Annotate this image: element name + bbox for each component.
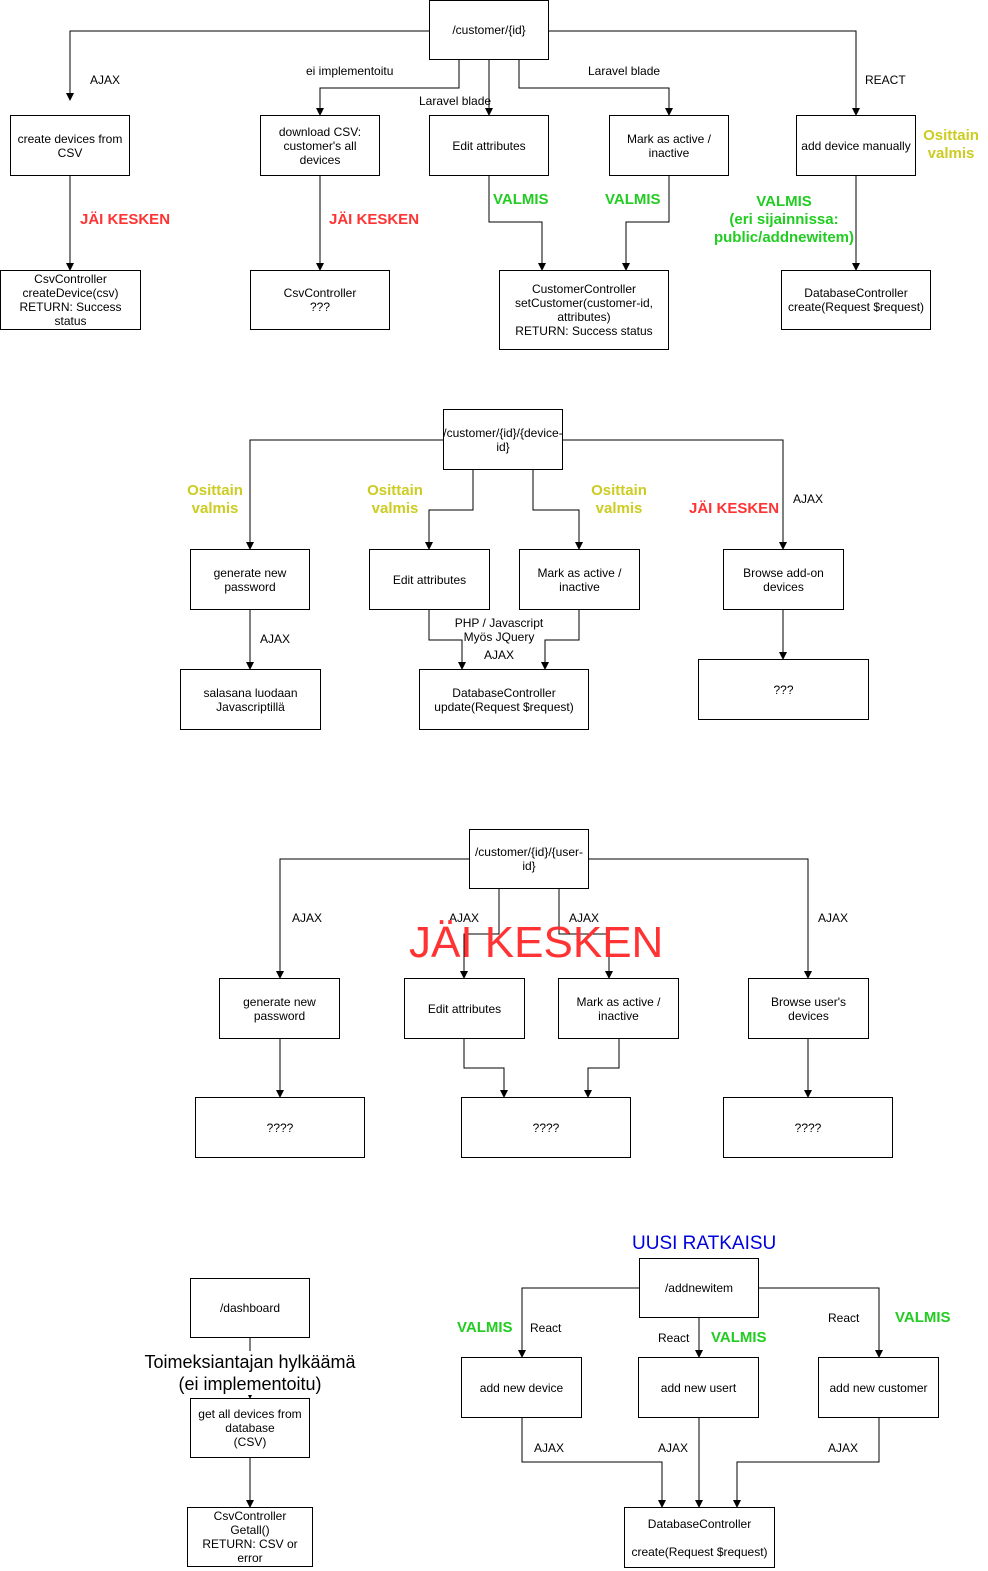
status-add-manual-done: VALMIS (eri sijainnissa: public/addnewit… (713, 193, 854, 246)
status-add-manual-partial: Osittain valmis (923, 127, 979, 162)
edge-edit-db (428, 610, 466, 670)
edge-mark-customer (622, 176, 670, 271)
status-mark-active-2: Osittain valmis (591, 482, 647, 517)
edge-root3-genpw (276, 858, 469, 979)
status-create-csv: JÄI KESKEN (80, 211, 171, 228)
edge-root2-mark (532, 470, 583, 550)
browse-user-devices-node: Browse user's devices (748, 978, 869, 1039)
edge-customer-db (733, 1418, 880, 1508)
password-js-node: salasana luodaan Javascriptillä (180, 669, 321, 730)
edge-label-react-device: React (530, 1321, 562, 1335)
status-edit-attributes-2: Osittain valmis (367, 482, 423, 517)
generate-password-node-3: generate new password (219, 978, 340, 1039)
browse-addon-devices-node: Browse add-on devices (723, 549, 844, 610)
edge-root5-customer (759, 1287, 883, 1358)
create-devices-csv-node: create devices from CSV (10, 115, 130, 176)
status-add-device: VALMIS (457, 1319, 513, 1336)
edge-label-ajax-browse: AJAX (793, 492, 824, 506)
route-customer-node: /customer/{id} (429, 0, 549, 60)
unknown-node-q2: ???? (461, 1097, 631, 1158)
edge-label-ajax-user: AJAX (658, 1441, 689, 1455)
generate-password-node: generate new password (190, 549, 310, 610)
edge-root2-edit (425, 470, 474, 550)
edge-root1-create-csv (66, 30, 429, 101)
edge-root1-add-manual (549, 30, 860, 116)
add-new-customer-node: add new customer (818, 1357, 939, 1418)
edge-mark-q2 (584, 1039, 620, 1098)
add-device-manually-node: add device manually (796, 115, 916, 176)
edge-mark-db (541, 610, 580, 670)
get-all-devices-node: get all devices from database (CSV) (190, 1398, 310, 1458)
status-generate-password: Osittain valmis (187, 482, 243, 517)
csv-controller-create-node: CsvController createDevice(csv) RETURN: … (0, 270, 141, 330)
status-browse-addon: JÄI KESKEN (689, 500, 780, 517)
edge-label-php-js: PHP / Javascript Myös JQuery (454, 616, 544, 644)
database-controller-create-node-5: DatabaseController create(Request $reque… (624, 1507, 775, 1568)
status-edit-attributes: VALMIS (493, 191, 549, 208)
edit-attributes-node-3: Edit attributes (404, 978, 525, 1039)
route-addnewitem-node: /addnewitem (639, 1258, 759, 1318)
route-customer-device-node: /customer/{id}/{device- id} (443, 409, 563, 470)
mark-active-node-2: Mark as active / inactive (519, 549, 640, 610)
download-csv-node: download CSV: customer's all devices (260, 115, 380, 176)
edge-root3-edit (460, 889, 500, 979)
add-new-user-node: add new usert (638, 1357, 759, 1418)
csv-controller-getall-node: CsvController Getall() RETURN: CSV or er… (187, 1507, 313, 1567)
edge-root1-mark (518, 60, 673, 116)
unknown-node-q3: ???? (723, 1097, 893, 1158)
new-solution-title: UUSI RATKAISU (632, 1233, 777, 1254)
route-dashboard-node: /dashboard (190, 1278, 310, 1338)
unfinished-overlay: JÄI KESKEN (409, 918, 664, 967)
edge-label-ajax: AJAX (90, 73, 121, 87)
edge-label-laravel-blade-right: Laravel blade (588, 64, 661, 78)
route-customer-user-node: /customer/{id}/{user- id} (469, 829, 589, 889)
edge-root3-mark (558, 889, 613, 979)
edge-root3-browse (589, 858, 812, 979)
customer-controller-node: CustomerController setCustomer(customer-… (499, 270, 669, 350)
edge-label-react-user: React (658, 1331, 690, 1345)
edge-edit-q2 (463, 1039, 508, 1098)
edge-label-ajax-password: AJAX (260, 632, 291, 646)
edge-label-ajax-3c: AJAX (569, 911, 600, 925)
edit-attributes-node-2: Edit attributes (369, 549, 490, 610)
edge-root5-device (518, 1287, 639, 1358)
edge-label-react-customer: React (828, 1311, 860, 1325)
edit-attributes-node: Edit attributes (429, 115, 549, 176)
database-controller-create-node: DatabaseController create(Request $reque… (781, 270, 931, 330)
database-controller-update-node: DatabaseController update(Request $reque… (419, 669, 589, 730)
edge-label-not-implemented: ei implementoitu (306, 64, 394, 78)
edge-label-ajax-3b: AJAX (449, 911, 480, 925)
unknown-node-q1: ???? (195, 1097, 365, 1158)
edge-label-laravel-blade-left: Laravel blade (419, 94, 492, 108)
unknown-node: ??? (698, 659, 869, 720)
mark-active-node: Mark as active / inactive (609, 115, 729, 176)
edge-root1-download-csv (316, 60, 460, 116)
add-new-device-node: add new device (461, 1357, 582, 1418)
edge-label-ajax-3a: AJAX (292, 911, 323, 925)
edge-device-db (521, 1418, 666, 1508)
edge-label-ajax-customer: AJAX (828, 1441, 859, 1455)
edge-edit-customer (488, 176, 546, 271)
mark-active-node-3: Mark as active / inactive (558, 978, 679, 1039)
edge-label-ajax-3d: AJAX (818, 911, 849, 925)
csv-controller-unknown-node: CsvController ??? (250, 270, 390, 330)
edge-label-ajax-update: AJAX (484, 648, 515, 662)
status-download-csv: JÄI KESKEN (329, 211, 420, 228)
status-add-customer: VALMIS (895, 1309, 951, 1326)
edge-label-react: REACT (865, 73, 906, 87)
edge-root2-genpw (246, 439, 443, 550)
edge-label-ajax-device: AJAX (534, 1441, 565, 1455)
status-add-user: VALMIS (711, 1329, 767, 1346)
edge-root2-browse (563, 439, 787, 550)
rejected-note: Toimeksiantajan hylkäämä (ei implementoi… (138, 1351, 362, 1395)
status-mark-active: VALMIS (605, 191, 661, 208)
